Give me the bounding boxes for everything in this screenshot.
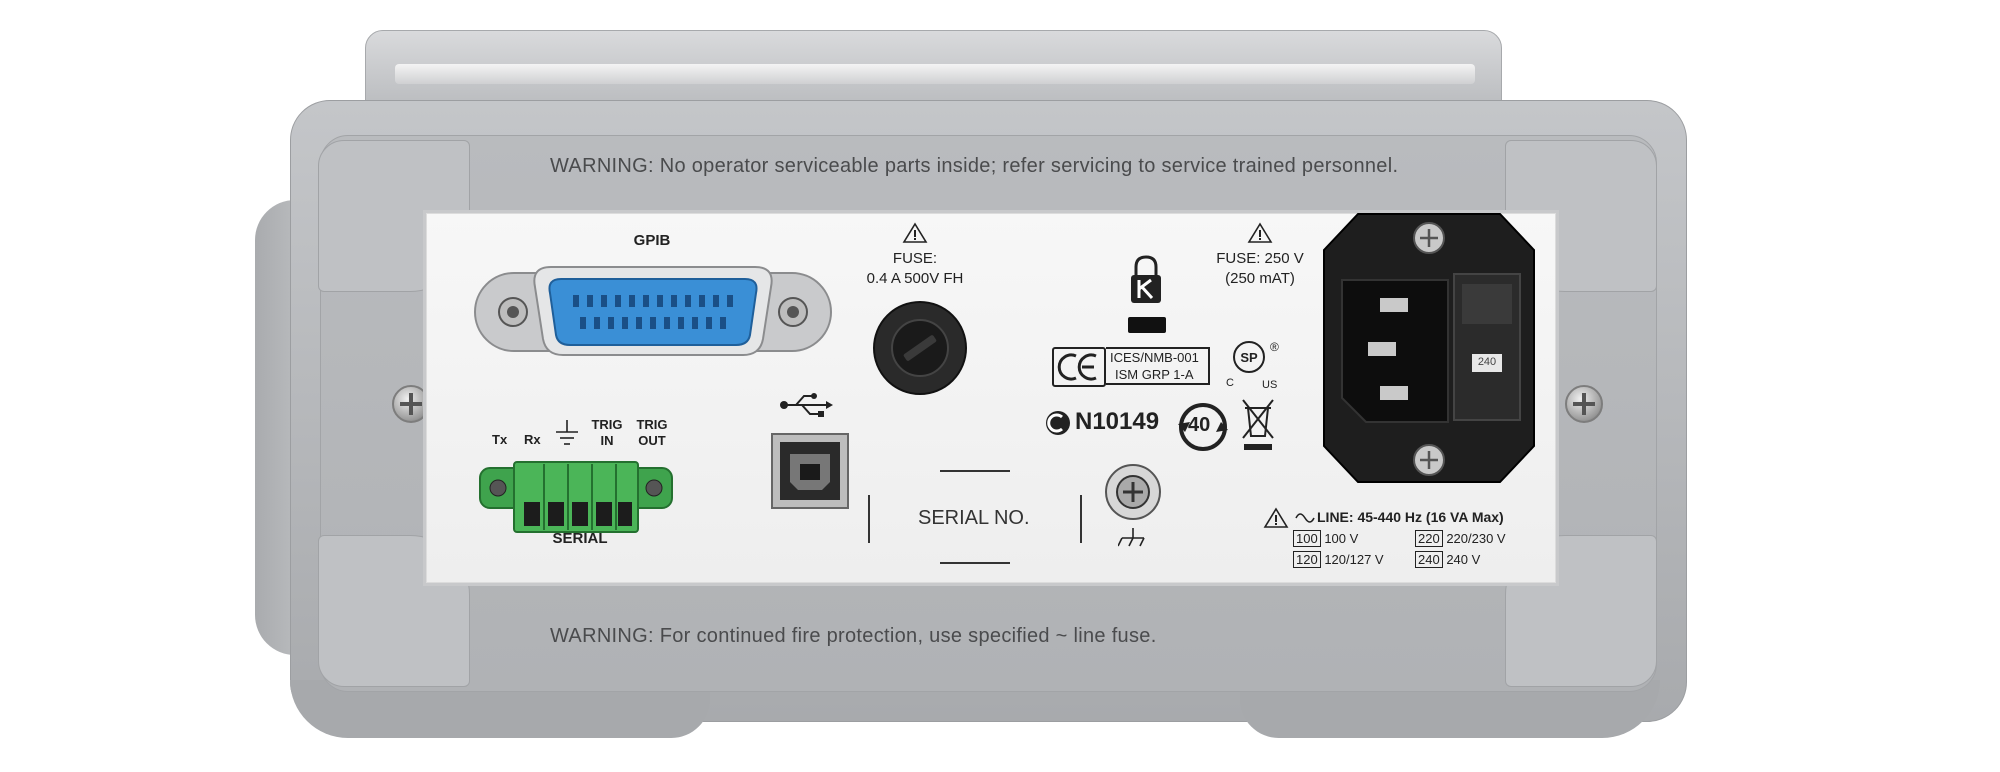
chassis-ground-terminal[interactable] [1103, 462, 1163, 552]
warning-triangle-icon-line [1263, 507, 1289, 528]
line-header: LINE: 45-440 Hz (16 VA Max) [1317, 509, 1504, 525]
fuse-holder-small[interactable] [872, 300, 968, 396]
fuse-small-label-1: FUSE: [892, 250, 938, 267]
pin-trig-out-label-1: TRIG [636, 417, 668, 432]
kensington-lock-icon [1131, 255, 1161, 303]
line-option-240-code: 240 [1415, 551, 1443, 568]
pin-rx-label: Rx [524, 432, 541, 447]
ce-mark-icon [1052, 347, 1106, 387]
serial-no-label: SERIAL NO. [918, 507, 1030, 529]
serial-no-line-right [1080, 495, 1082, 543]
ism-label: ISM GRP 1-A [1115, 367, 1194, 382]
gpib-label: GPIB [633, 232, 671, 249]
serial-no-line-bottom [940, 562, 1010, 564]
pin-trig-in-label-2: IN [600, 433, 614, 448]
usb-icon [780, 393, 833, 417]
chassis-top-strip [395, 64, 1475, 84]
line-option-100-value: 100 V [1324, 531, 1359, 546]
serial-no-line-left [868, 495, 870, 543]
voltage-window: 240 [1477, 356, 1497, 368]
fuse-main-label-1: FUSE: 250 V [1216, 250, 1304, 267]
rcm-code: N10149 [1075, 408, 1160, 435]
warning-bottom-text: WARNING: For continued fire protection, … [550, 625, 1157, 647]
fuse-small-label-2: 0.4 A 500V FH [866, 270, 964, 287]
epup-40-icon [1178, 403, 1228, 451]
ices-box [1106, 347, 1210, 385]
line-option-120-code: 120 [1293, 551, 1321, 568]
chassis-ground-icon [1118, 528, 1145, 547]
csa-us-label: US [1262, 379, 1278, 391]
serial-label: SERIAL [552, 530, 608, 547]
bumper-bottom-right [1505, 535, 1657, 687]
csa-registered: ® [1270, 340, 1279, 354]
pin-trig-out-label-2: OUT [638, 433, 666, 448]
rcm-mark-icon [1046, 411, 1070, 435]
line-option-220-value: 220/230 V [1446, 531, 1506, 546]
line-option-220-code: 220 [1415, 530, 1443, 547]
ices-label: ICES/NMB-001 [1110, 350, 1199, 365]
pin-trig-in-label-1: TRIG [591, 417, 623, 432]
weee-bin-icon [1242, 399, 1274, 450]
line-option-120: 120 120/127 V [1293, 551, 1384, 568]
warning-top-text: WARNING: No operator serviceable parts i… [550, 155, 1399, 177]
pin-tx-label: Tx [492, 432, 508, 447]
svg-text:SP: SP [1240, 350, 1258, 365]
fuse-main-label-2: (250 mAT) [1225, 270, 1295, 287]
warning-triangle-icon-fuse [1247, 222, 1273, 243]
serial-terminal-block[interactable] [478, 460, 674, 536]
line-option-240: 240 240 V [1415, 551, 1480, 568]
line-option-100: 100 100 V [1293, 530, 1358, 547]
warning-triangle-icon [902, 222, 928, 243]
line-option-240-value: 240 V [1446, 552, 1481, 567]
gpib-connector[interactable] [473, 255, 835, 365]
line-option-220: 220 220/230 V [1415, 530, 1506, 547]
epup-years: 40 [1188, 414, 1211, 436]
line-option-120-value: 120/127 V [1324, 552, 1384, 567]
ac-sine-icon [1295, 513, 1315, 523]
serial-no-line-top [940, 470, 1010, 472]
panel-screw-right [1565, 385, 1603, 423]
power-inlet-module[interactable] [1320, 210, 1538, 488]
line-option-100-code: 100 [1293, 530, 1321, 547]
usb-port[interactable] [770, 432, 850, 510]
csa-mark-icon: SP [1233, 341, 1265, 373]
csa-c-label: C [1226, 377, 1234, 389]
kensington-slot[interactable] [1128, 317, 1166, 333]
signal-ground-icon [556, 420, 578, 445]
